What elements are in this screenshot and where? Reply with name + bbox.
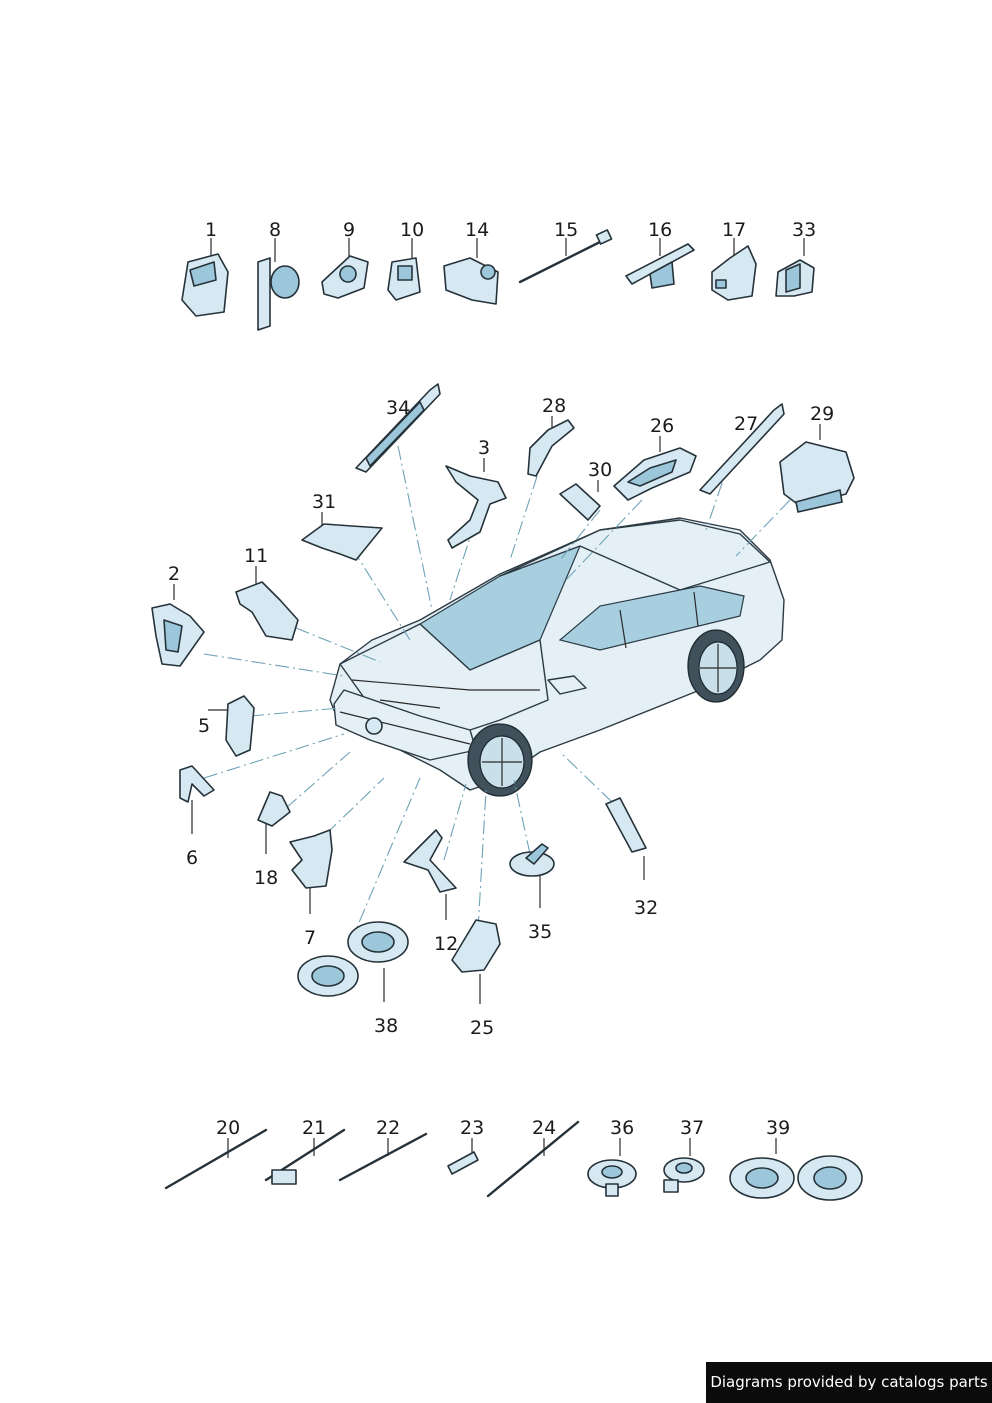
part-16-strip <box>625 243 695 285</box>
callout-35: 35 <box>528 921 552 943</box>
part-39-rings <box>729 1155 863 1201</box>
pointer-lines <box>203 429 791 945</box>
part-25-bracket <box>451 919 501 973</box>
credit-badge: Diagrams provided by catalogs parts <box>706 1362 992 1403</box>
callout-31: 31 <box>312 491 336 513</box>
callout-29: 29 <box>810 403 834 425</box>
car-parts: 34 28 3 26 27 29 30 31 11 2 5 <box>151 383 855 1039</box>
callout-17: 17 <box>722 219 746 241</box>
part-29-housing <box>779 441 855 507</box>
callout-21: 21 <box>302 1117 326 1139</box>
callout-25: 25 <box>470 1017 494 1039</box>
part-6-clip <box>179 765 215 803</box>
callout-6: 6 <box>186 847 198 869</box>
part-11-bracket <box>235 581 299 641</box>
callout-20: 20 <box>216 1117 240 1139</box>
callout-14: 14 <box>465 219 489 241</box>
callout-38: 38 <box>374 1015 398 1037</box>
callout-32: 32 <box>634 897 658 919</box>
callout-3: 3 <box>478 437 490 459</box>
callout-37: 37 <box>680 1117 704 1139</box>
part-15-cable-tie <box>518 238 606 284</box>
callout-34: 34 <box>386 397 410 419</box>
callout-24: 24 <box>532 1117 556 1139</box>
callout-36: 36 <box>610 1117 634 1139</box>
callout-8: 8 <box>269 219 281 241</box>
callout-11: 11 <box>244 545 268 567</box>
part-18-clip <box>257 791 291 827</box>
part-12-bracket <box>403 829 457 893</box>
part-5-bracket <box>225 695 255 757</box>
callout-33: 33 <box>792 219 816 241</box>
part-38-rings <box>297 921 409 997</box>
part-8-bracket <box>257 257 271 331</box>
callout-15: 15 <box>554 219 578 241</box>
callout-30: 30 <box>588 459 612 481</box>
callout-23: 23 <box>460 1117 484 1139</box>
part-24-cable-tie <box>486 1120 580 1198</box>
callout-9: 9 <box>343 219 355 241</box>
callout-5: 5 <box>198 715 210 737</box>
part-32-strip <box>605 797 647 853</box>
callout-39: 39 <box>766 1117 790 1139</box>
part-1-clip <box>181 253 229 317</box>
vehicle-illustration <box>329 517 785 797</box>
callout-2: 2 <box>168 563 180 585</box>
bottom-parts-row: 20 21 22 23 24 36 37 39 <box>164 1117 863 1201</box>
part-31-holder <box>301 523 383 561</box>
callout-18: 18 <box>254 867 278 889</box>
callout-16: 16 <box>648 219 672 241</box>
callout-27: 27 <box>734 413 758 435</box>
part-7-bracket <box>289 829 333 889</box>
callout-10: 10 <box>400 219 424 241</box>
part-23-clip <box>447 1151 479 1175</box>
part-30-sleeve <box>559 483 601 521</box>
callout-28: 28 <box>542 395 566 417</box>
part-27-channel <box>699 403 785 495</box>
part-3-bracket <box>445 465 507 549</box>
callout-26: 26 <box>650 415 674 437</box>
callout-22: 22 <box>376 1117 400 1139</box>
part-28-bracket <box>527 419 575 477</box>
callout-1: 1 <box>205 219 217 241</box>
part-22-cable-tie <box>338 1132 428 1182</box>
part-20-cable-tie <box>164 1128 268 1190</box>
top-parts-row: 1 8 9 10 14 15 16 17 33 <box>181 219 816 331</box>
callout-7: 7 <box>304 927 316 949</box>
callout-12: 12 <box>434 933 458 955</box>
